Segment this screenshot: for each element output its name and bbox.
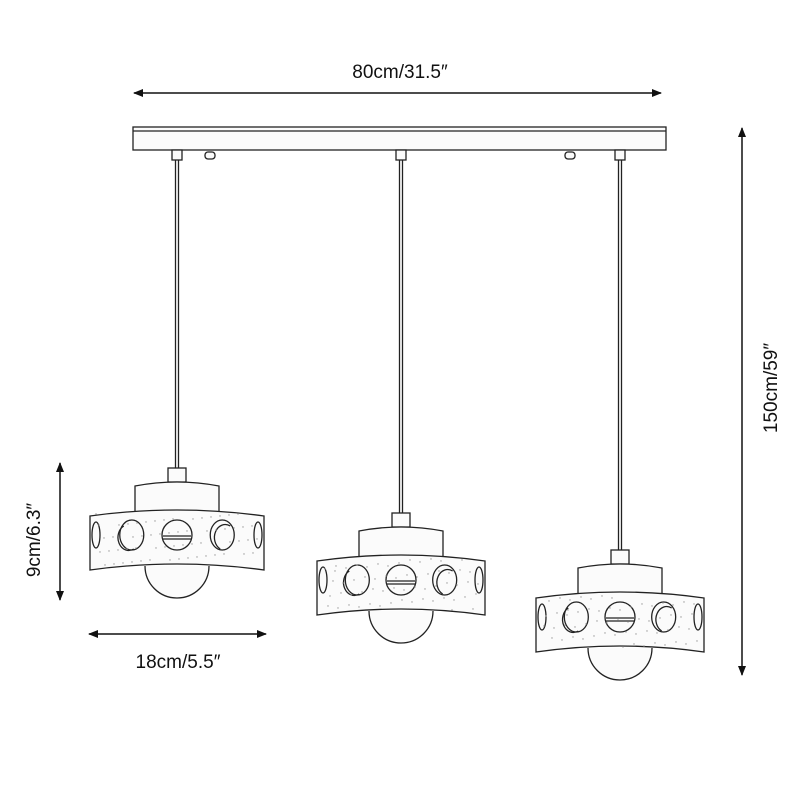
bulb — [368, 610, 434, 644]
shade-hole — [537, 603, 547, 631]
shade-hole — [385, 564, 417, 596]
bulb — [587, 647, 653, 681]
shade-hole — [119, 519, 145, 551]
shade-hole — [91, 521, 101, 549]
socket — [391, 512, 411, 528]
shade-top — [358, 526, 444, 558]
shade-hole — [604, 601, 636, 633]
shade-hole — [161, 519, 193, 551]
shade-hole — [209, 519, 235, 551]
pendant-lamp — [316, 160, 486, 644]
ceiling-canopy — [132, 126, 667, 161]
shade-top — [577, 563, 663, 595]
shade-hole — [563, 601, 589, 633]
shade-hole — [344, 564, 370, 596]
socket — [167, 467, 187, 483]
shade-hole — [318, 566, 328, 594]
width-dimension-label: 80cm/31.5″ — [352, 62, 448, 83]
shade-height-label: 9cm/6.3″ — [24, 503, 45, 578]
pendant-lamp — [535, 160, 705, 681]
height-dimension-label: 150cm/59″ — [761, 343, 782, 433]
bulb — [144, 565, 210, 599]
shade-top — [134, 481, 220, 513]
shade-diameter-label: 18cm/5.5″ — [136, 652, 221, 673]
socket — [610, 549, 630, 565]
shade-hole — [432, 564, 458, 596]
shade-hole — [651, 601, 677, 633]
shade-hole — [253, 521, 263, 549]
shade-hole — [693, 603, 703, 631]
pendant-lamp — [89, 160, 265, 599]
shade-hole — [474, 566, 484, 594]
